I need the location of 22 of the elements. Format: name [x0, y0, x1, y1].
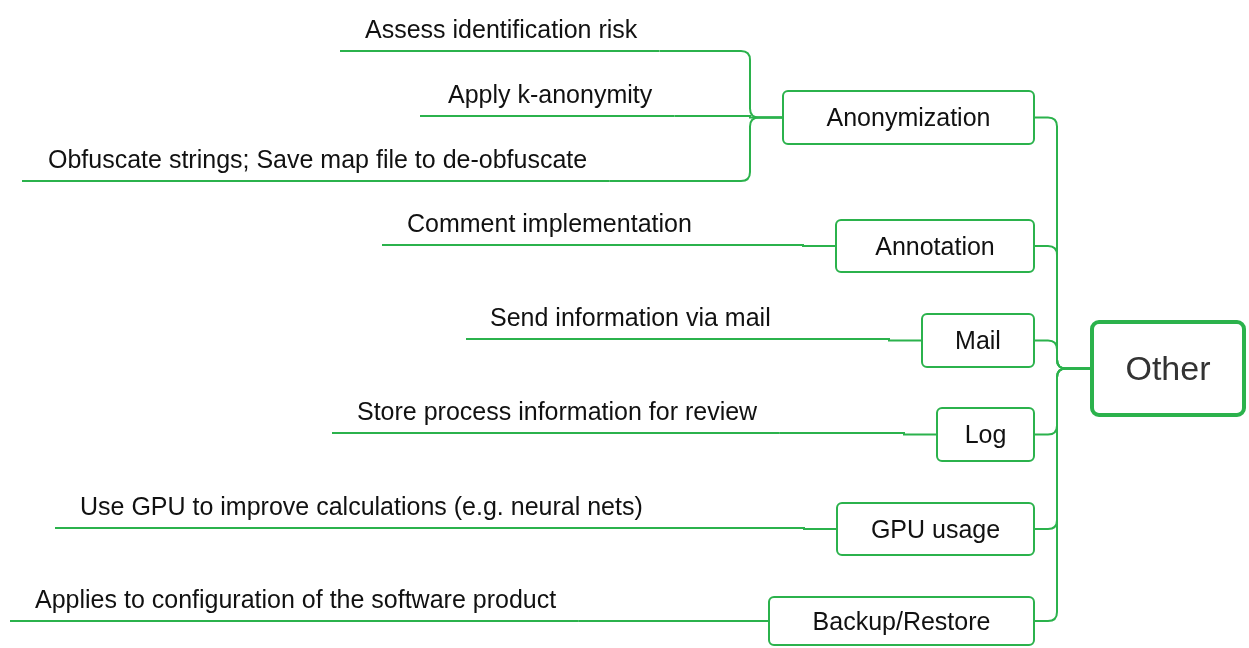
- branch-box: Backup/Restore: [768, 596, 1035, 646]
- underlined-label: Applies to configuration of the software product: [10, 584, 579, 622]
- connector-line: [663, 527, 837, 530]
- branch-box: Log: [936, 407, 1035, 462]
- connector-line: [608, 116, 783, 182]
- connector-line: [577, 620, 769, 622]
- underlined-label: Assess identification risk: [340, 14, 660, 52]
- connector-line: [791, 338, 922, 342]
- connector-line: [778, 432, 937, 436]
- underlined-label: Obfuscate strings; Save map file to de-obfuscate: [22, 144, 610, 182]
- connector-line: [1034, 367, 1091, 622]
- underlined-label: Store process information for review: [332, 396, 780, 434]
- underlined-label: Comment implementation: [382, 208, 714, 246]
- underlined-label: Apply k-anonymity: [420, 79, 675, 117]
- branch-box: Anonymization: [782, 90, 1035, 145]
- branch-box: Mail: [921, 313, 1035, 368]
- underlined-label: Send information via mail: [466, 302, 793, 340]
- branch-box: Annotation: [835, 219, 1035, 273]
- underlined-label: Use GPU to improve calculations (e.g. neural nets): [55, 491, 665, 529]
- branch-box: GPU usage: [836, 502, 1035, 556]
- connector-line: [712, 244, 836, 247]
- topic-box: Other: [1090, 320, 1246, 417]
